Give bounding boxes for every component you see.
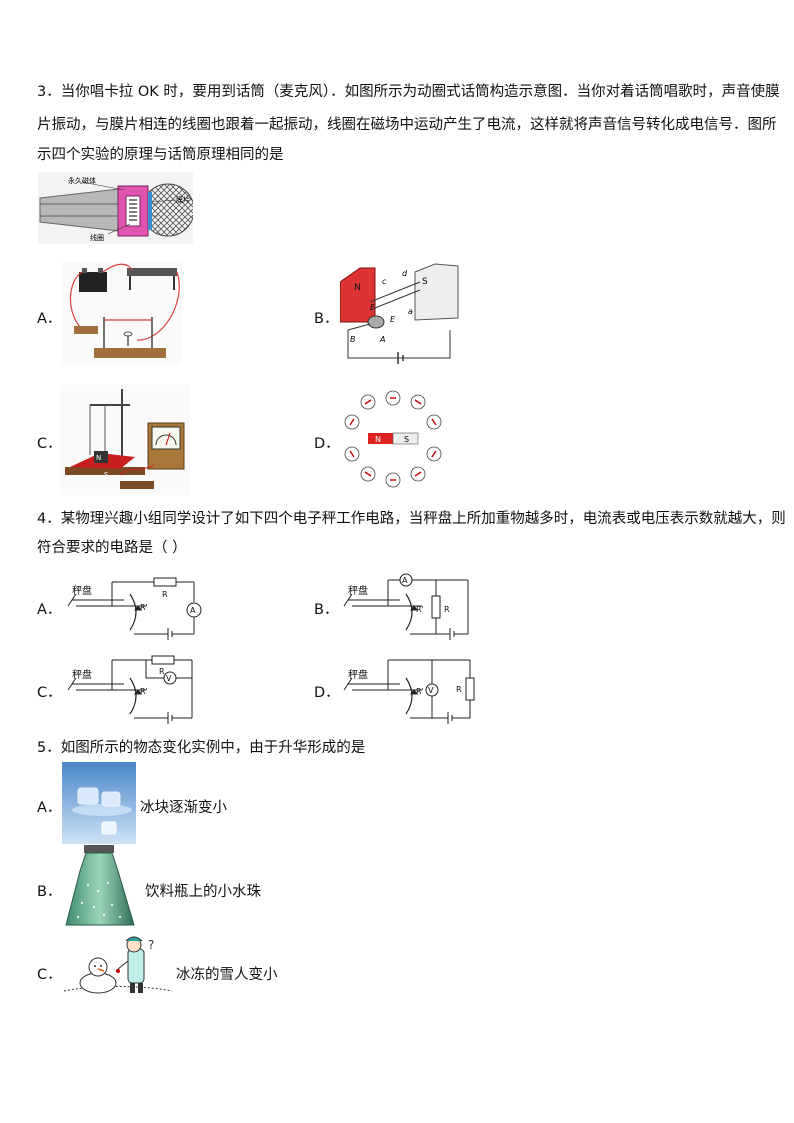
q4-option-a-label: A． bbox=[37, 602, 62, 618]
b-label-d: d bbox=[402, 269, 408, 278]
q4b-pan-label: 秤盘 bbox=[348, 584, 368, 597]
b-label-e: E bbox=[390, 315, 396, 324]
microphone-figure: 永久磁体 膜片 线圈 bbox=[38, 172, 193, 244]
q4b-rp-label: R' bbox=[416, 605, 424, 614]
q4-circuit-d: 秤盘 R' V R bbox=[343, 659, 475, 724]
q4d-r-label: R bbox=[456, 685, 462, 694]
q3-line-1: 3．当你唱卡拉 OK 时，要用到话筒（麦克风）．如图所示为动圈式话筒构造示意图．… bbox=[37, 84, 780, 100]
snowman-question-mark: ? bbox=[148, 938, 154, 952]
q4c-voltmeter: V bbox=[166, 674, 172, 683]
q4c-rp-label: R' bbox=[140, 687, 148, 696]
mic-label-magnet: 永久磁体 bbox=[68, 176, 96, 185]
b-label-c: c bbox=[382, 277, 387, 286]
b-label-bb: B bbox=[350, 335, 356, 344]
q5-option-b-label: B． bbox=[37, 884, 62, 900]
ice-cubes-image bbox=[62, 762, 136, 844]
q4a-r-label: R bbox=[162, 590, 168, 599]
q5-caption-c: 冰冻的雪人变小 bbox=[176, 967, 278, 983]
c-label-n: N bbox=[96, 454, 101, 462]
q4d-voltmeter: V bbox=[428, 686, 434, 695]
b-label-aa: A bbox=[379, 335, 385, 344]
drink-bottle-image bbox=[58, 845, 142, 929]
q4b-ammeter: A bbox=[402, 576, 408, 585]
mic-label-coil: 线圈 bbox=[90, 233, 104, 242]
q4d-pan-label: 秤盘 bbox=[348, 668, 368, 681]
q4-circuit-c: 秤盘 R' R V bbox=[67, 655, 193, 724]
q4-option-d-label: D． bbox=[314, 685, 340, 701]
mic-label-film: 膜片 bbox=[176, 195, 190, 204]
q4b-r-label: R bbox=[444, 605, 450, 614]
q4c-pan-label: 秤盘 bbox=[72, 668, 92, 681]
q4-circuit-b: 秤盘 R' A R bbox=[343, 573, 469, 640]
q3-option-a-figure bbox=[62, 262, 182, 364]
b-label-s: S bbox=[422, 277, 428, 287]
b-label-n: N bbox=[354, 283, 361, 293]
q4d-rp-label: R' bbox=[416, 687, 424, 696]
q3-option-c-figure: N S bbox=[60, 385, 190, 495]
q4a-rp-label: R' bbox=[140, 603, 148, 612]
q3-option-d-label: D． bbox=[314, 436, 340, 452]
q3-option-d-figure: N S bbox=[340, 388, 446, 492]
q3-line-3: 示四个实验的原理与话筒原理相同的是 bbox=[37, 147, 284, 163]
q4-option-b-label: B． bbox=[314, 602, 339, 618]
q4-option-c-label: C． bbox=[37, 685, 62, 701]
q3-option-a-label: A． bbox=[37, 311, 62, 327]
q3-line-2: 片振动，与膜片相连的线圈也跟着一起振动，线圈在磁场中运动产生了电流，这样就将声音… bbox=[37, 117, 777, 133]
q5-option-a-label: A． bbox=[37, 800, 62, 816]
d-label-n: N bbox=[375, 435, 381, 444]
c-label-s: S bbox=[104, 471, 109, 479]
q4-line-2: 符合要求的电路是（ ） bbox=[37, 540, 187, 556]
b-label-f: F bbox=[370, 303, 375, 312]
q5-line-1: 5．如图所示的物态变化实例中，由于升华形成的是 bbox=[37, 740, 366, 756]
q3-option-b-figure: N S c d a E F B A bbox=[340, 262, 460, 370]
q4c-r-label: R bbox=[159, 667, 165, 676]
q5-caption-a: 冰块逐渐变小 bbox=[140, 800, 227, 816]
b-label-a: a bbox=[408, 307, 413, 316]
q4-line-1: 4．某物理兴趣小组同学设计了如下四个电子秤工作电路，当秤盘上所加重物越多时，电流… bbox=[37, 511, 786, 527]
q3-option-c-label: C． bbox=[37, 436, 62, 452]
q4a-ammeter: A bbox=[190, 606, 196, 615]
snowman-image: ? bbox=[62, 935, 174, 999]
q5-option-c-label: C． bbox=[37, 967, 62, 983]
q3-option-b-label: B． bbox=[314, 311, 339, 327]
q4a-pan-label: 秤盘 bbox=[72, 584, 92, 597]
q5-caption-b: 饮料瓶上的小水珠 bbox=[145, 884, 261, 900]
q4-circuit-a: 秤盘 R A R' bbox=[67, 577, 202, 640]
d-label-s: S bbox=[404, 435, 409, 444]
